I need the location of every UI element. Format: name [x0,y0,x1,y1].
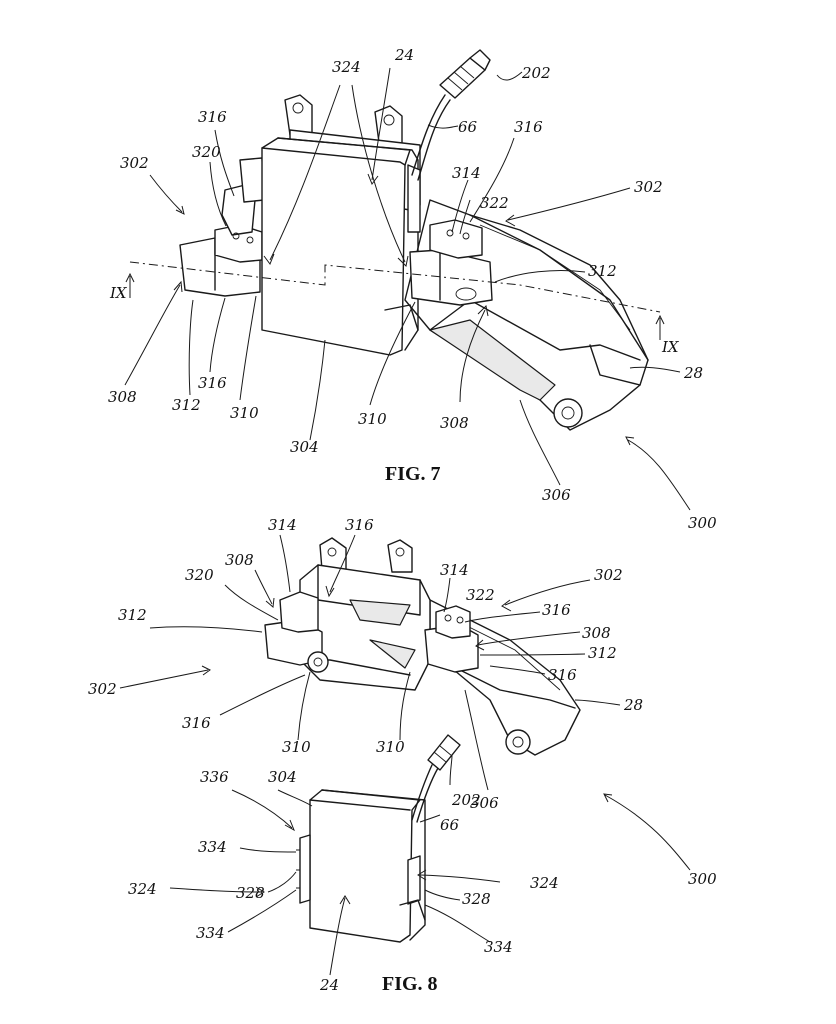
fig8-caption: FIG. 8 [382,973,438,995]
fig8-label-334-upper: 334 [198,838,227,856]
fig8-label-328-left: 328 [236,884,265,902]
fig8-left-bracket [264,591,329,673]
fig8-label-300: 300 [688,870,717,888]
fig8-label-336: 336 [200,768,229,786]
fig8-label-316-left: 316 [182,714,211,732]
fig8-label-314-left: 314 [268,516,297,534]
fig8-frame [299,537,431,691]
fig8-cable-66 [411,734,461,823]
fig7-label-310-left: 310 [230,404,259,422]
fig7-section-ix-right: IX [661,338,680,356]
fig7-label-28: 28 [683,364,703,382]
fig8-label-66: 66 [440,816,460,834]
fig7-label-300: 300 [688,514,717,532]
fig7-label-316-right: 316 [514,118,543,136]
fig7-label-302-right: 302 [634,178,663,196]
fig7-label-312-left: 312 [172,396,201,414]
fig8-label-328-right: 328 [462,890,491,908]
fig7-label-324: 324 [332,58,361,76]
fig8-label-312-left: 312 [118,606,147,624]
fig8-label-308-left: 308 [225,551,254,569]
fig8-label-202: 202 [451,791,481,809]
fig7-label-316-left: 316 [198,108,227,126]
fig8-label-322: 322 [466,586,495,604]
cable-66 [411,49,491,181]
fig7-label-308-left: 308 [108,388,137,406]
fig8-label-304: 304 [268,768,297,786]
fig8-label-316-right-top: 316 [542,601,571,619]
fig7-leader-lines [124,67,691,511]
fig8-label-314-right: 314 [440,561,469,579]
fig8-label-312-right: 312 [588,644,617,662]
fig8-label-306: 306 [470,794,499,812]
electronics-box-304 [261,137,419,356]
right-bracket-308 [407,164,493,306]
fig7-label-302-left: 302 [120,154,149,172]
fig8-label-302-right: 302 [594,566,623,584]
fig7-label-320: 320 [192,143,221,161]
fig8-label-28: 28 [623,696,643,714]
figure-7-drawing: 324 24 202 66 316 316 302 320 314 322 30… [108,46,717,532]
fig8-label-308-right: 308 [582,624,611,642]
fig8-label-334-lower-left: 334 [196,924,225,942]
fig8-label-324-left: 324 [128,880,157,898]
fig7-label-304: 304 [290,438,319,456]
fig8-label-320: 320 [185,566,214,584]
left-bracket-308 [179,157,265,297]
fig7-section-ix-left: IX [109,284,128,302]
fig8-label-324-right: 324 [530,874,559,892]
section-line-ix [129,261,661,313]
fig8-leader-lines [119,534,691,976]
fig7-label-306: 306 [542,486,571,504]
fig7-label-312-right: 312 [588,262,617,280]
fig8-label-310-right: 310 [376,738,405,756]
fig8-electronics-box-304 [296,789,426,943]
figure-8-drawing: 314 316 308 320 314 302 322 312 316 308 … [88,516,717,995]
fig7-label-310-right: 310 [358,410,387,428]
fig8-label-316-right: 316 [548,666,577,684]
fig7-label-322: 322 [480,194,509,212]
fig7-label-24: 24 [394,46,414,64]
fig8-label-310-left: 310 [282,738,311,756]
fig7-label-66: 66 [458,118,478,136]
fig8-label-24: 24 [319,976,339,994]
fig8-label-334-right: 334 [484,938,513,956]
fig7-label-308-right: 308 [440,414,469,432]
fig8-label-316-top: 316 [345,516,374,534]
fig7-caption: FIG. 7 [385,463,441,485]
fig8-label-302-left: 302 [88,680,117,698]
fig7-label-316-lower: 316 [198,374,227,392]
fig8-right-bracket [424,605,479,673]
fig7-label-202: 202 [521,64,551,82]
fig7-label-314: 314 [452,164,481,182]
